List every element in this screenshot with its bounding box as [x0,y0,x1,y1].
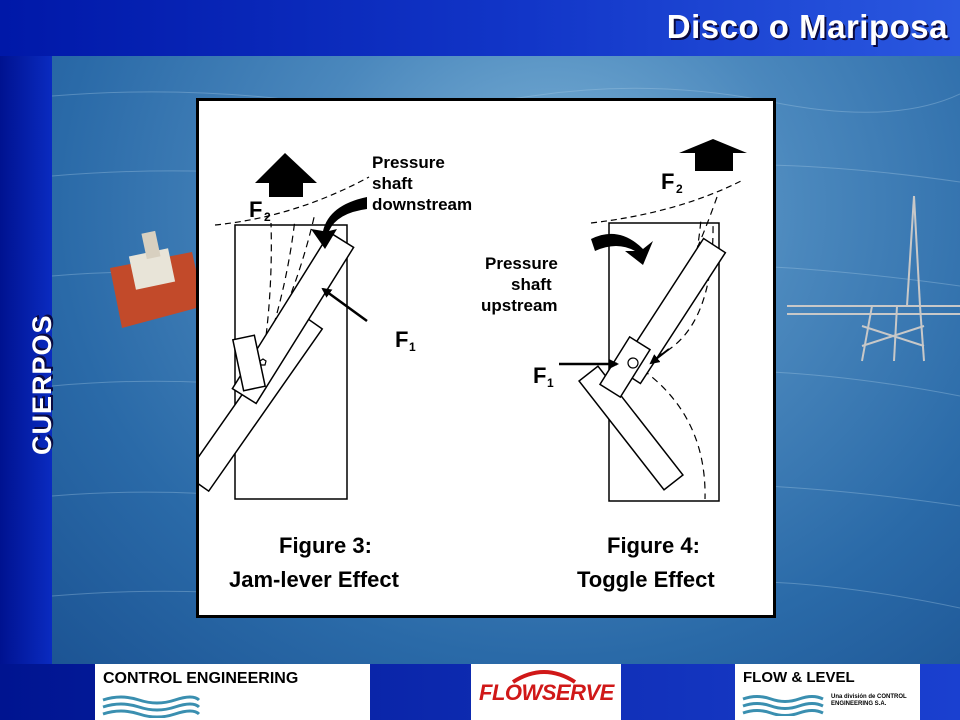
slide-title: Disco o Mariposa [666,8,948,45]
side-label-text: CUERPOS [27,314,57,455]
figure4-f2-arrow-icon [649,348,670,365]
figure3-f1-label: F [395,327,408,352]
figure3-pressure-curve [214,176,370,226]
figure3-pressure-line2: shaft [372,174,413,193]
flow-level-logo: FLOW & LEVEL Una división de CONTROL ENG… [735,664,920,720]
flow-level-logo-subtext: Una división de CONTROL ENGINEERING S.A. [831,694,907,707]
top-frame-band [0,0,960,56]
wave-logo-icon [102,695,201,718]
figure4-f1-label: F [533,363,546,388]
figure4-up-arrow-icon [679,139,747,171]
side-label: CUERPOS [2,314,57,645]
left-frame-band [0,0,52,720]
flow-level-logo-text: FLOW & LEVEL [743,669,855,686]
oil-platform [787,195,960,362]
figure3-f2-sub: 2 [264,210,271,224]
wave-logo-icon [742,695,824,716]
flowserve-swoosh-icon [511,670,577,684]
figure4-f1-sub: 1 [547,376,554,390]
control-engineering-logo-text: CONTROL ENGINEERING [103,670,299,687]
figure3-pressure-line1: Pressure [372,153,445,172]
figure4-shaft-pin [627,357,639,369]
control-engineering-logo: CONTROL ENGINEERING [95,664,370,720]
figure3-disc [199,231,355,493]
figure4-pressure-line2: shaft [511,275,552,294]
figure4-caption-line1: Figure 4: [607,533,700,558]
figure3-f1-arrow-icon [321,287,368,323]
figure3-shaft-pin [259,358,267,366]
flowserve-logo: FLOWSERVE [471,664,621,720]
figure4-f2-label: F [661,169,674,194]
valve-diagram: Pressure shaft downstream F 2 F 1 Figure… [199,139,747,592]
figure4-diagram: Pressure shaft upstream F 2 F 1 Figure 4… [481,139,747,592]
figure3-rotation-arrow-icon [311,197,367,249]
valve-figure-panel: Pressure shaft downstream F 2 F 1 Figure… [196,98,776,618]
figure3-valve-body [234,224,348,500]
figure4-f2-sub: 2 [676,182,683,196]
figure4-caption-line2: Toggle Effect [577,567,715,592]
figure3-up-arrow-icon [255,153,317,197]
figure4-pressure-line3: upstream [481,296,558,315]
figure3-pressure-line3: downstream [372,195,472,214]
figure4-pressure-curve [590,180,742,224]
figure4-pressure-line1: Pressure [485,254,558,273]
figure3-caption-line1: Figure 3: [279,533,372,558]
figure4-rotation-arrow-icon [591,233,653,265]
figure3-f1-sub: 1 [409,340,416,354]
figure3-diagram: Pressure shaft downstream F 2 F 1 Figure… [199,153,472,592]
figure3-f2-label: F [249,197,262,222]
flowserve-logo-text: FLOWSERVE [479,680,614,705]
figure3-caption-line2: Jam-lever Effect [229,567,400,592]
